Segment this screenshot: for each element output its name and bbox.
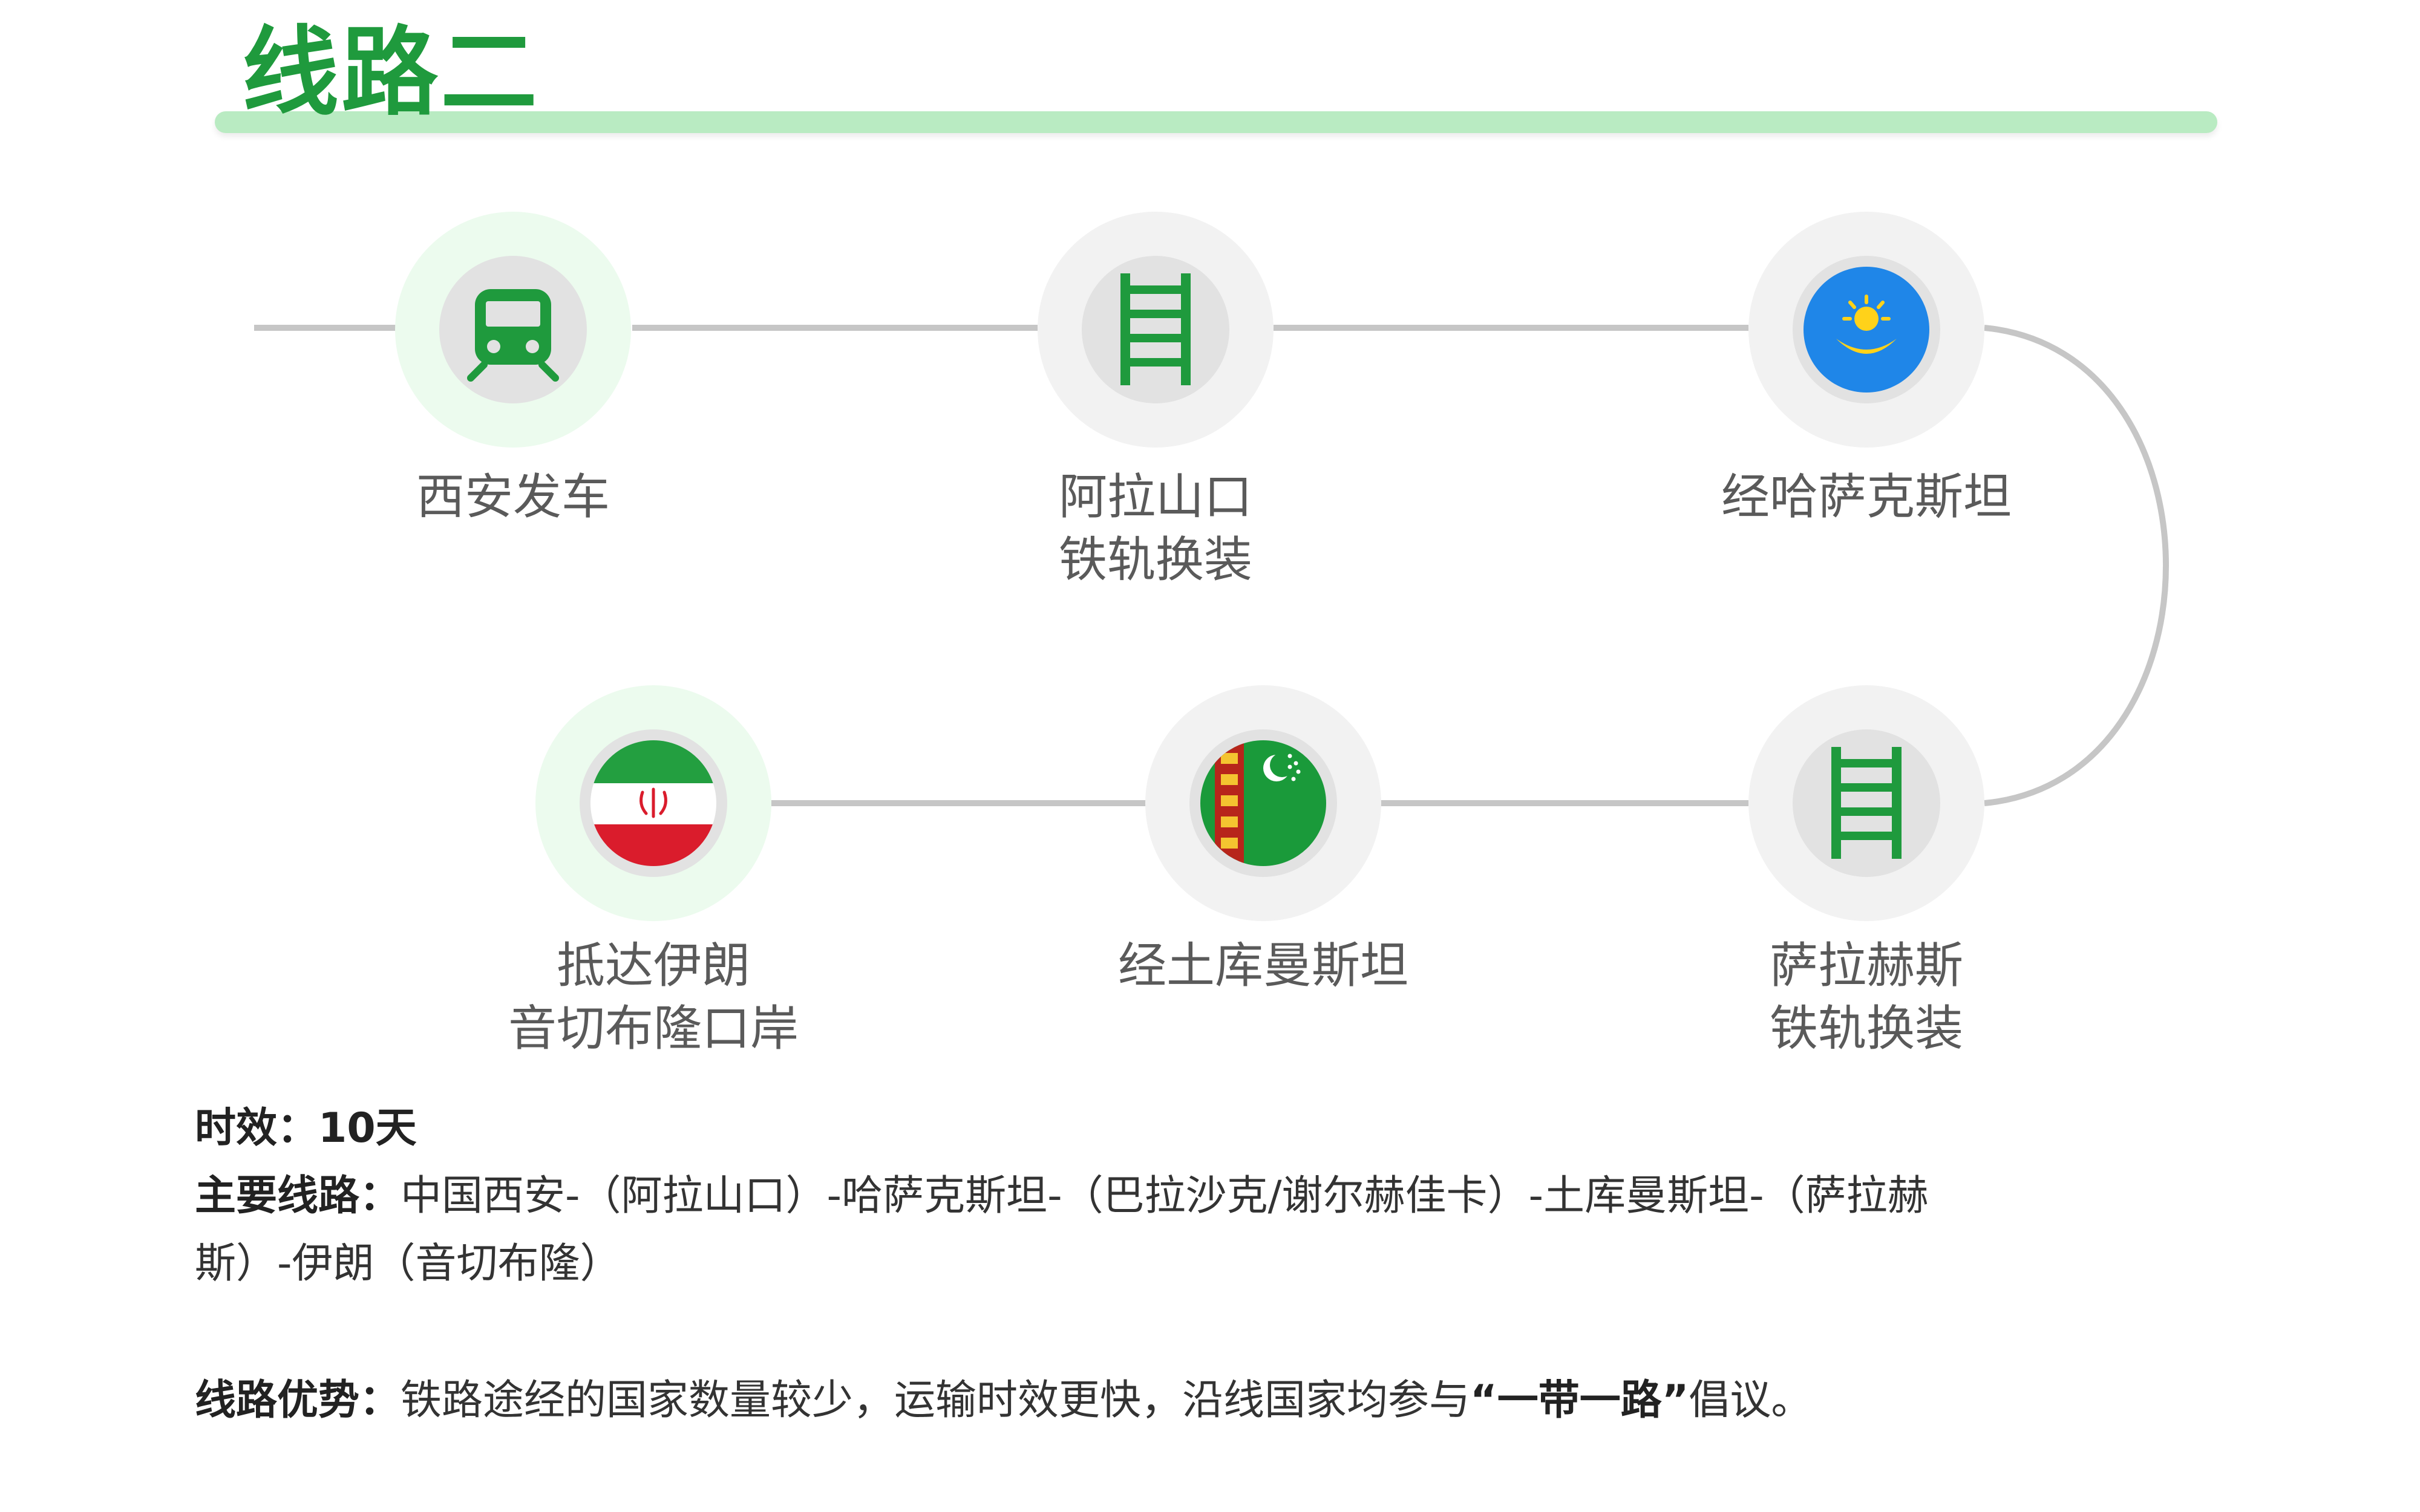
advantage-label: 线路优势： bbox=[195, 1377, 401, 1424]
title-underline-bar bbox=[215, 111, 2217, 133]
stop-label-line: 经哈萨克斯坦 bbox=[1721, 469, 2012, 525]
stop-xian bbox=[395, 212, 631, 448]
stop-iran bbox=[535, 685, 771, 921]
stop-label-alashankou: 阿拉山口 铁轨换装 bbox=[944, 466, 1367, 591]
rail-track-icon bbox=[1831, 747, 1902, 859]
page-title: 线路二 bbox=[242, 16, 540, 129]
route-text-line1: 中国西安-（阿拉山口）-哈萨克斯坦-（巴拉沙克/谢尔赫佳卡）-土库曼斯坦-（萨拉… bbox=[401, 1172, 1929, 1220]
route-text-line2: 斯）-伊朗（音切布隆） bbox=[195, 1240, 621, 1288]
stop-label-line: 音切布隆口岸 bbox=[508, 1000, 799, 1057]
stop-label-line: 铁轨换装 bbox=[1770, 1000, 1963, 1057]
kazakhstan-flag-icon bbox=[1804, 267, 1929, 393]
stop-alashankou bbox=[1038, 212, 1274, 448]
stop-kazakhstan bbox=[1748, 212, 1984, 448]
stop-label-line: 抵达伊朗 bbox=[557, 937, 750, 994]
info-time: 时效：10天 bbox=[195, 1095, 2209, 1162]
rail-track-icon bbox=[1120, 273, 1191, 385]
time-label: 时效： bbox=[195, 1104, 319, 1152]
stop-label-line: 经土库曼斯坦 bbox=[1118, 937, 1408, 994]
advantage-quote: “一带一路” bbox=[1470, 1377, 1689, 1424]
train-icon bbox=[467, 289, 559, 382]
time-value: 10天 bbox=[318, 1104, 417, 1152]
stop-label-kazakhstan: 经哈萨克斯坦 bbox=[1655, 466, 2078, 529]
info-advantage: 线路优势：铁路途经的国家数量较少，运输时效更快，沿线国家均参与“一带一路”倡议。 bbox=[195, 1367, 2209, 1435]
stop-label-iran: 抵达伊朗 音切布隆口岸 bbox=[442, 934, 865, 1060]
stop-label-sarakhs: 萨拉赫斯 铁轨换装 bbox=[1655, 934, 2078, 1060]
stop-label-line: 阿拉山口 bbox=[1059, 469, 1252, 525]
stop-label-line: 西安发车 bbox=[416, 469, 610, 525]
stop-icon-bg bbox=[1793, 729, 1940, 877]
info-route: 主要线路：中国西安-（阿拉山口）-哈萨克斯坦-（巴拉沙克/谢尔赫佳卡）-土库曼斯… bbox=[195, 1162, 2209, 1298]
stop-label-xian: 西安发车 bbox=[301, 466, 725, 529]
stop-icon-bg bbox=[1082, 256, 1229, 403]
stop-turkmenistan bbox=[1145, 685, 1381, 921]
advantage-text: 铁路途经的国家数量较少，运输时效更快，沿线国家均参与 bbox=[401, 1377, 1471, 1424]
stop-label-line: 萨拉赫斯 bbox=[1770, 937, 1963, 994]
advantage-text-end: 倡议。 bbox=[1689, 1377, 1813, 1424]
route-lines bbox=[254, 325, 2169, 806]
route-line-curve bbox=[1984, 325, 2169, 806]
turkmenistan-flag-icon bbox=[1200, 740, 1326, 866]
route-label: 主要线路： bbox=[195, 1172, 401, 1220]
stop-sarakhs bbox=[1748, 685, 1984, 921]
stop-label-turkmenistan: 经土库曼斯坦 bbox=[1051, 934, 1475, 997]
stop-label-line: 铁轨换装 bbox=[1059, 532, 1252, 588]
